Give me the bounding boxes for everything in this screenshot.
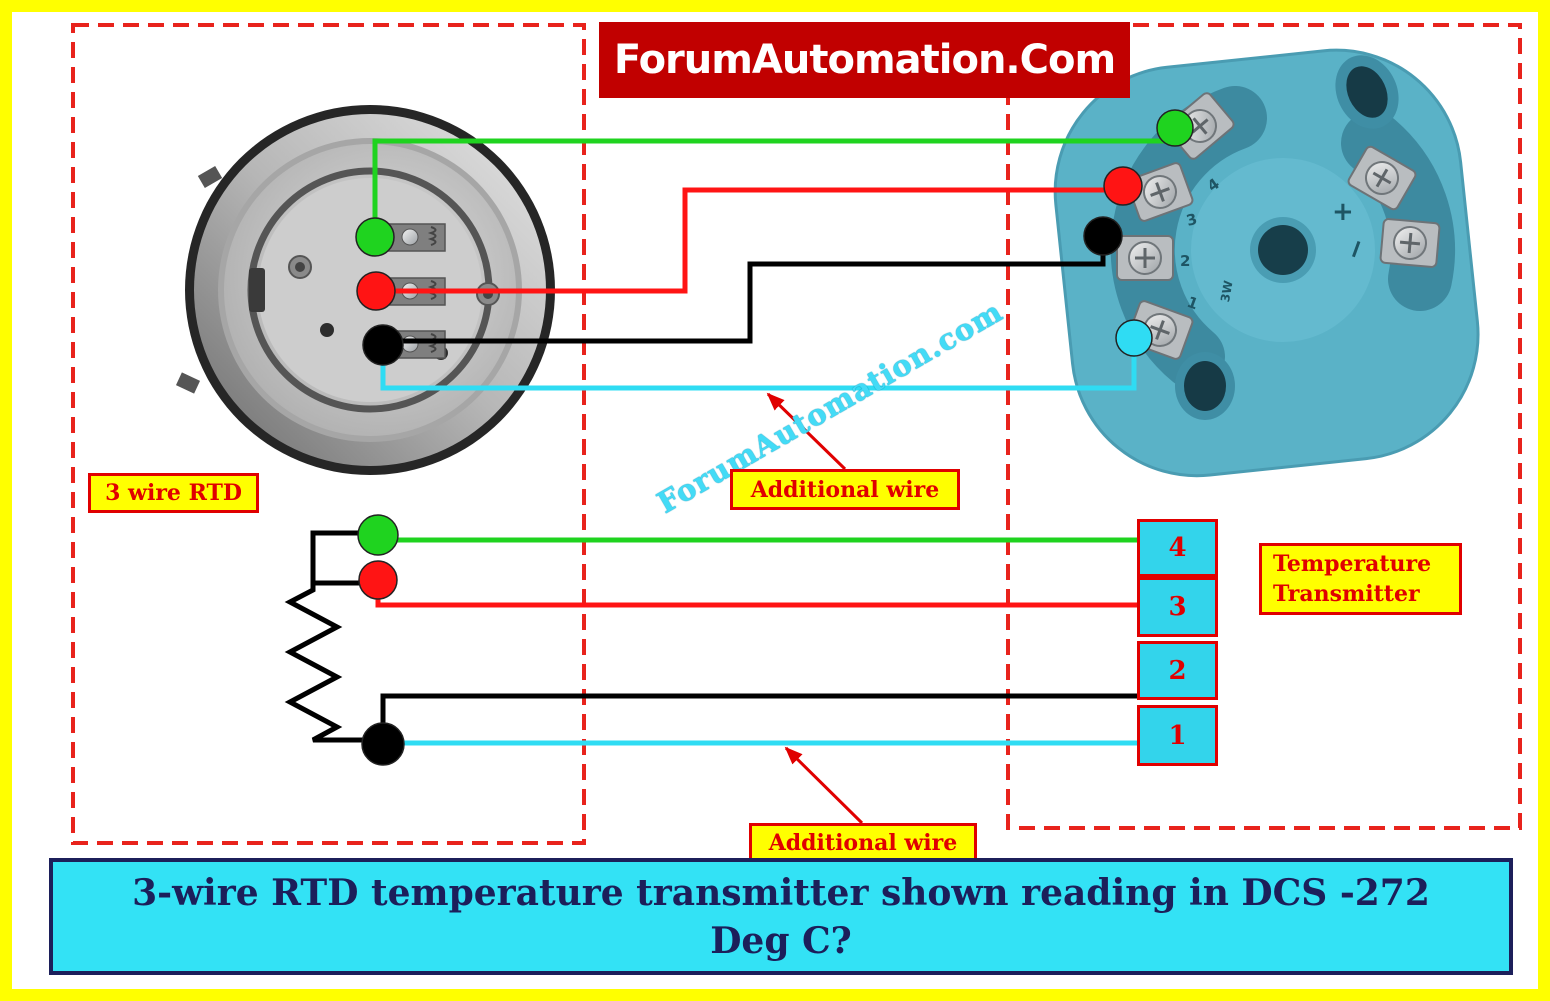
caption-banner: 3-wire RTD temperature transmitter shown… xyxy=(49,858,1513,975)
label-temperature-transmitter-line1: Temperature xyxy=(1273,551,1432,577)
rtd-screw-left xyxy=(288,255,312,279)
rtd-element-lead-top xyxy=(310,530,378,586)
transmitter-terminal-screw-2 xyxy=(1116,235,1174,281)
caption-line-1: 3-wire RTD temperature transmitter shown… xyxy=(132,872,1430,914)
transmitter-marking-3: 3 xyxy=(1184,210,1199,230)
transmitter-marking-plus: + xyxy=(1332,197,1354,227)
rtd-screw-right xyxy=(476,282,500,306)
arrow-additional-wire-bottom xyxy=(784,746,864,825)
rtd-bracket-bottom xyxy=(175,372,201,394)
transmitter-terminal-screw-3 xyxy=(1126,162,1194,222)
transmitter-zone-dashed-border xyxy=(1006,23,1522,830)
wire-green-top xyxy=(372,138,1170,237)
dot-black-rtd xyxy=(362,324,404,366)
terminal-block-1: 1 xyxy=(1137,705,1218,766)
terminal-block-2: 2 xyxy=(1137,641,1218,700)
wire-red-top xyxy=(376,187,1123,294)
arrow-additional-wire-top xyxy=(766,392,847,471)
label-temperature-transmitter-line2: Transmitter xyxy=(1273,581,1420,607)
transmitter-center-hole xyxy=(1258,225,1308,275)
label-additional-wire-top: Additional wire xyxy=(730,469,960,510)
label-additional-wire-bottom: Additional wire xyxy=(749,823,977,863)
rtd-terminal-1 xyxy=(384,223,446,252)
temperature-transmitter-photo: 4 3 2 1 + − 3W xyxy=(1053,48,1480,478)
transmitter-mount-hole-top xyxy=(1335,55,1399,129)
dot-red-rtd xyxy=(356,271,396,311)
transmitter-marking-2: 2 xyxy=(1180,252,1190,270)
wire-black-top xyxy=(383,240,1106,344)
dot-cyan-transmitter xyxy=(1115,319,1153,357)
rtd-resistor-symbol xyxy=(284,583,383,743)
dot-red-schematic xyxy=(358,560,398,600)
transmitter-terminal-screw-plus xyxy=(1347,145,1417,211)
transmitter-mount-hole-bottom xyxy=(1175,352,1235,420)
transmitter-terminal-screw-minus xyxy=(1379,218,1441,268)
caption-line-2: Deg C? xyxy=(710,920,852,962)
transmitter-marking-model: 3W xyxy=(1218,279,1236,303)
label-temperature-transmitter: Temperature Transmitter xyxy=(1259,543,1462,615)
dot-green-schematic xyxy=(357,514,399,556)
label-3-wire-rtd: 3 wire RTD xyxy=(88,473,259,513)
terminal-block-4: 4 xyxy=(1137,519,1218,577)
terminal-block-3: 3 xyxy=(1137,577,1218,637)
rtd-bracket-top xyxy=(197,165,223,189)
rtd-pin-hole-1 xyxy=(320,323,334,337)
wire-cyan-top xyxy=(380,338,1137,391)
connection-dots xyxy=(355,109,1194,766)
dot-green-transmitter xyxy=(1156,109,1194,147)
dot-green-rtd xyxy=(355,217,395,257)
top-wiring xyxy=(372,138,1170,391)
dot-black-transmitter xyxy=(1083,216,1123,256)
dot-red-transmitter xyxy=(1103,166,1143,206)
dot-black-schematic xyxy=(361,722,405,766)
rtd-notch xyxy=(249,268,265,312)
rtd-zone-dashed-border xyxy=(71,23,586,845)
site-banner: ForumAutomation.Com xyxy=(599,22,1130,98)
